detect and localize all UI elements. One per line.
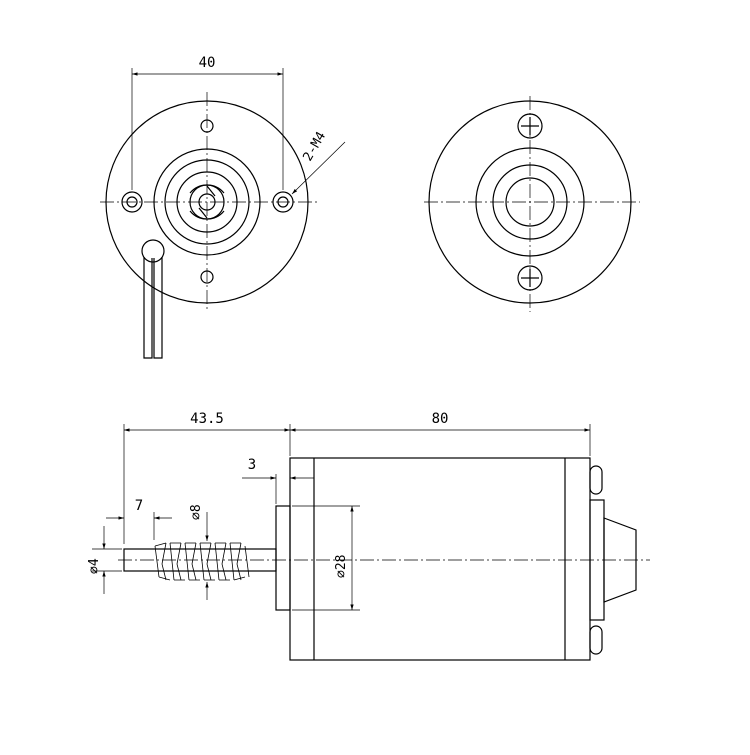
shaft-end: [198, 193, 216, 211]
front-view: 40 2-M4: [100, 55, 346, 359]
front-boss: [275, 505, 291, 611]
rear-view: [424, 96, 640, 312]
dim-shaft-diameter: ⌀4: [87, 558, 102, 574]
dim-front-width: 40: [199, 55, 216, 71]
front-flange-outline: [105, 100, 309, 304]
side-view: 43.5 80 3 7 ⌀8 ⌀4 ⌀28: [87, 411, 650, 661]
rear-housing-outline: [428, 100, 632, 304]
lead-wires: [141, 239, 165, 359]
screw-top: [517, 113, 543, 139]
dim-shaft-length: 43.5: [190, 411, 224, 427]
dim-thread-callout: 2-M4: [300, 129, 329, 164]
dim-body-length: 80: [432, 411, 449, 427]
dim-flange-thickness: 3: [248, 457, 256, 473]
worm-gear: [154, 542, 250, 581]
motor-shaft: [123, 548, 277, 572]
screw-bottom: [517, 265, 543, 291]
mounting-hole-left: [121, 191, 143, 213]
dim-boss-diameter: ⌀28: [334, 555, 349, 578]
dim-shaft-tip: 7: [135, 498, 143, 514]
mounting-hole-right: [272, 191, 294, 213]
dim-worm-diameter: ⌀8: [189, 504, 204, 520]
